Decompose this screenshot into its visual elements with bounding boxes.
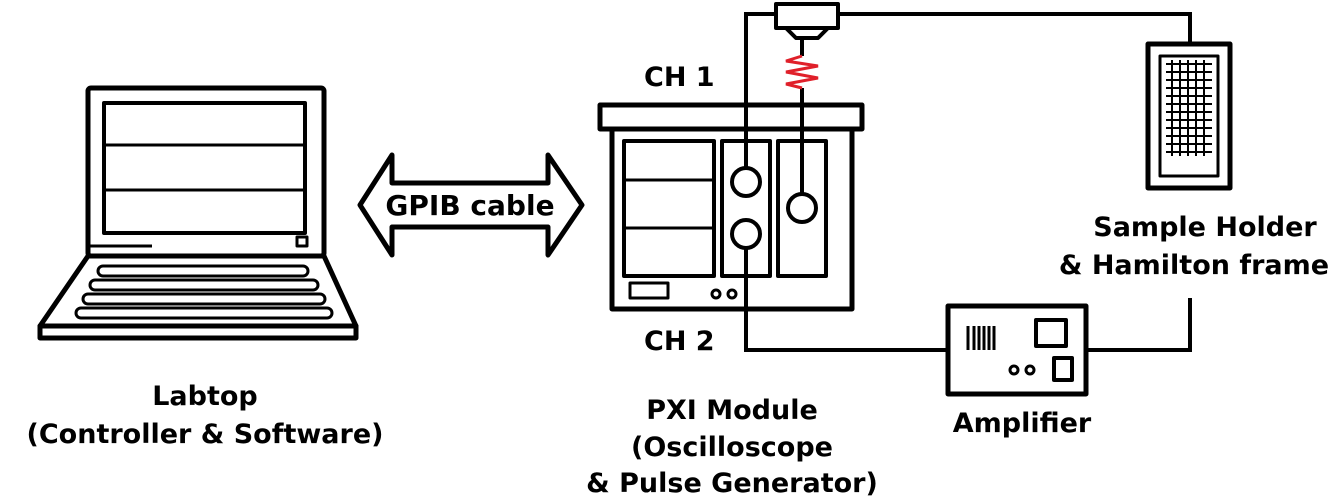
pxi-label-1: PXI Module [646,395,818,426]
double-arrow-icon [357,152,585,258]
sample-holder-icon [1145,41,1233,191]
ch2-label: CH 2 [644,326,715,357]
wires [744,12,1192,352]
resistor-icon [785,54,819,90]
sample-holder-label-2: & Hamilton frame [1059,250,1329,281]
laptop-label-2: (Controller & Software) [27,419,384,450]
connector-icon [774,2,840,40]
pxi-chassis-icon [597,102,865,312]
sample-holder-label-1: Sample Holder [1093,212,1317,243]
ch1-label: CH 1 [644,62,715,93]
amplifier-label: Amplifier [953,408,1092,439]
pxi-label-3: & Pulse Generator) [586,468,878,499]
laptop-icon [37,85,359,341]
gpib-cable-label: GPIB cable [385,189,554,222]
laptop-label-1: Labtop [152,381,258,412]
amplifier-icon [945,303,1089,397]
pxi-label-2: (Oscilloscope [631,432,833,463]
